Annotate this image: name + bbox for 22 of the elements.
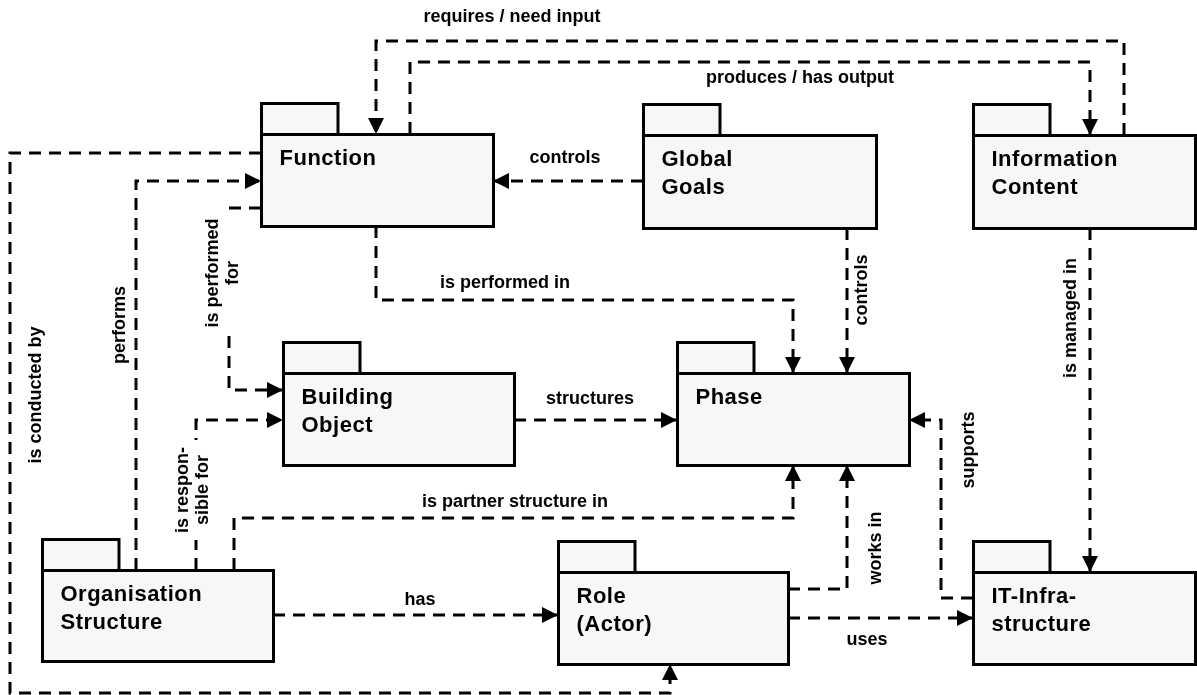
node-label: Phase (695, 382, 764, 411)
dashed-arrow (273, 607, 558, 623)
dashed-arrow (134, 173, 261, 570)
dashed-arrow (788, 465, 855, 591)
dashed-arrow (788, 610, 973, 626)
node-label: Function (279, 143, 378, 172)
dashed-arrow (8, 151, 678, 695)
dashed-arrow (514, 412, 677, 428)
dashed-arrow (839, 228, 855, 373)
dashed-arrow (909, 412, 973, 600)
dashed-arrow (1082, 228, 1098, 572)
node-label: Role (Actor) (576, 581, 654, 639)
node-label: IT-Infra- structure (991, 581, 1093, 639)
dashed-arrow (374, 226, 801, 373)
dashed-arrow (493, 173, 643, 189)
node-label: Building Object (301, 382, 395, 440)
dashed-arrow (368, 39, 1126, 135)
node-label: Information Content (991, 144, 1119, 202)
node-label: Global Goals (661, 144, 734, 202)
node-label: Organisation Structure (60, 579, 204, 637)
dashed-arrow (232, 465, 801, 570)
dashed-arrow (408, 60, 1098, 135)
